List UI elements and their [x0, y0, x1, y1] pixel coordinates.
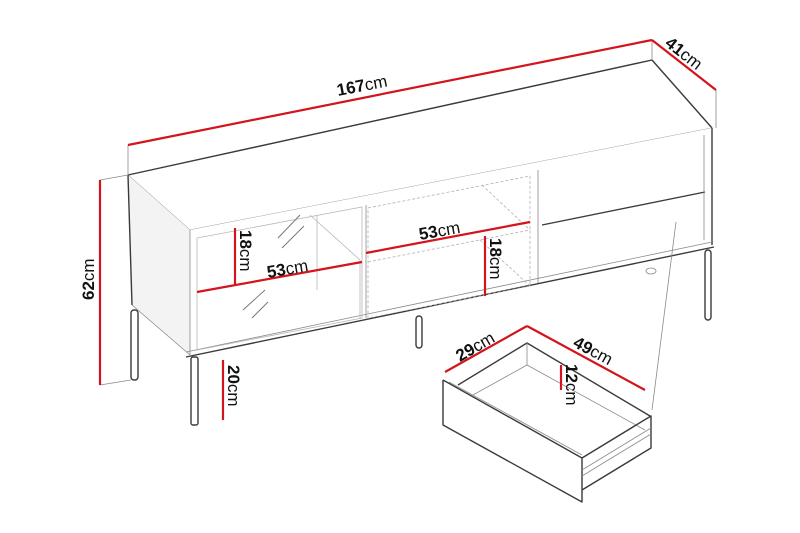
leg-front-right [704, 249, 712, 321]
label-left-height: 18cm [236, 230, 255, 272]
drawer-leader-line [651, 221, 677, 411]
dim-line-width [127, 38, 653, 147]
drawer-detail [442, 327, 652, 503]
label-height: 62cm [79, 258, 98, 300]
cabinet-legs [130, 249, 712, 426]
label-left-width: 53cm [265, 256, 309, 282]
leg-front-left [190, 356, 199, 426]
dim-line-drawer-width [444, 325, 528, 373]
cabinet-front [185, 128, 715, 358]
cabinet-left-side [127, 174, 191, 356]
dim-line-middle-width [365, 220, 531, 255]
label-middle-height: 18cm [486, 238, 505, 280]
dimension-lines [98, 38, 717, 420]
label-leg-height: 20cm [224, 365, 243, 407]
label-middle-width: 53cm [417, 218, 461, 244]
leg-back-left [130, 309, 139, 381]
dim-line-left-width [196, 260, 363, 294]
label-width: 167cm [335, 72, 389, 100]
dim-line-drawer-depth [526, 325, 646, 391]
label-drawer-height: 12cm [562, 364, 581, 406]
leg-back-middle [415, 315, 423, 349]
dim-line-depth [651, 39, 717, 91]
